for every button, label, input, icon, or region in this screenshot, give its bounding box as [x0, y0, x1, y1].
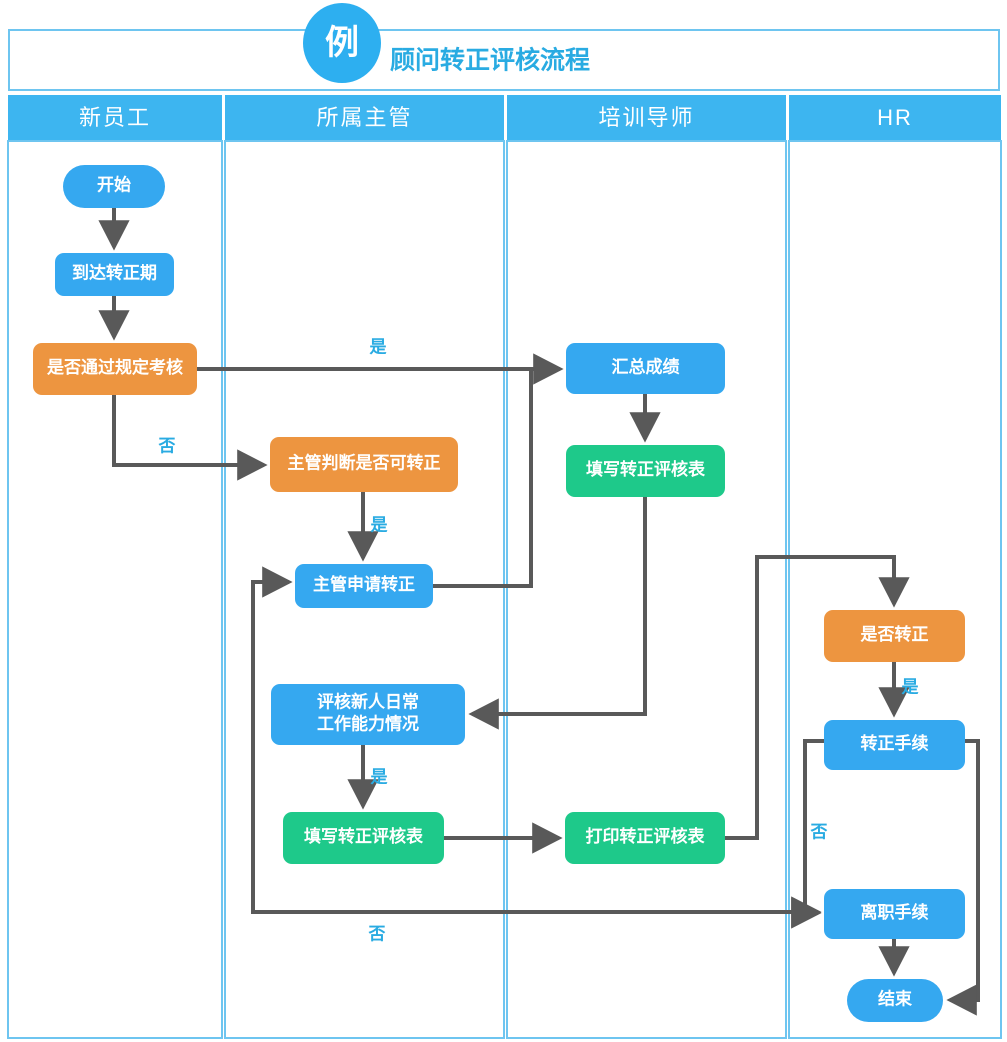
node-regularize[interactable]: 转正手续: [824, 720, 965, 770]
lane-header-row: 新员工 所属主管 培训导师 HR: [8, 95, 1001, 141]
page-title: 顾问转正评核流程: [390, 46, 590, 75]
lane-hr-header: HR: [789, 95, 1001, 141]
edge-exam-no-to-judge: [112, 394, 268, 481]
example-badge: 例: [303, 3, 381, 83]
edge-eval-yes-to-fill2-label: 是: [371, 767, 388, 786]
node-start-label: 开始: [97, 175, 131, 195]
node-fill-form-1-shape[interactable]: [566, 445, 725, 497]
node-pass-exam[interactable]: 是否通过规定考核: [33, 343, 197, 395]
node-end[interactable]: 结束: [847, 979, 943, 1022]
example-badge-label: 例: [325, 24, 359, 62]
node-fill-form-1-label: 填写转正评核表: [586, 459, 706, 479]
node-sup-judge-shape[interactable]: [270, 437, 458, 492]
node-start[interactable]: 开始: [63, 165, 165, 208]
node-eval-daily[interactable]: 评核新人日常工作能力情况: [271, 684, 465, 745]
edge-exam-yes-to-sum-label: 是: [370, 337, 387, 356]
node-sup-judge-label: 主管判断是否可转正: [288, 453, 441, 473]
node-end-shape[interactable]: [847, 979, 943, 1022]
node-end-label: 结束: [878, 989, 912, 1009]
header-frame: [8, 29, 1000, 91]
node-confirm-label: 是否转正: [861, 624, 929, 644]
lane-hr-label: HR: [877, 105, 913, 130]
edge-exam-no-to-judge-label: 否: [158, 436, 176, 455]
node-confirm[interactable]: 是否转正: [824, 610, 965, 662]
node-sum-score-label: 汇总成绩: [612, 357, 680, 377]
node-fill-form-2-label: 填写转正评核表: [304, 826, 424, 846]
node-fill-form-2-shape[interactable]: [283, 812, 444, 864]
node-fill-form-2[interactable]: 填写转正评核表: [283, 812, 444, 864]
node-confirm-shape[interactable]: [824, 610, 965, 662]
connectors-group: [98, 206, 980, 1016]
nodes-group: 开始到达转正期是否通过规定考核主管判断是否可转正主管申请转正评核新人日常工作能力…: [33, 165, 965, 1022]
node-resign[interactable]: 离职手续: [824, 889, 965, 939]
lane-supervisor-label: 所属主管: [316, 105, 412, 130]
lane-trainer-header: 培训导师: [507, 95, 786, 141]
node-sup-apply-label: 主管申请转正: [313, 574, 415, 594]
edge-eval-no-loop: [251, 566, 293, 914]
edge-reg-no-to-resign-label: 否: [810, 822, 828, 841]
node-print-form-label: 打印转正评核表: [586, 826, 706, 846]
node-sum-score-shape[interactable]: [566, 343, 725, 394]
node-resign-shape[interactable]: [824, 889, 965, 939]
edge-apply-to-yesline: [431, 369, 533, 588]
edge-reg-to-end: [946, 739, 980, 1016]
node-regularize-label: 转正手续: [861, 733, 929, 753]
node-print-form-shape[interactable]: [565, 812, 725, 864]
node-regularize-shape[interactable]: [824, 720, 965, 770]
node-resign-label: 离职手续: [861, 902, 929, 922]
edge-eval-no-loop-label: 否: [368, 924, 386, 943]
node-print-form[interactable]: 打印转正评核表: [565, 812, 725, 864]
node-reach-period-shape[interactable]: [55, 253, 174, 296]
edge-fill1-to-eval: [468, 495, 647, 730]
edge-confirm-yes-to-reg-label: 是: [902, 677, 919, 696]
node-eval-daily-label: 评核新人日常工作能力情况: [317, 692, 419, 734]
edge-print-to-confirm: [723, 555, 910, 840]
node-sup-apply-shape[interactable]: [295, 564, 433, 608]
node-sum-score[interactable]: 汇总成绩: [566, 343, 725, 394]
node-start-shape[interactable]: [63, 165, 165, 208]
node-sup-judge[interactable]: 主管判断是否可转正: [270, 437, 458, 492]
lane-new-employee-header: 新员工: [8, 95, 222, 141]
lane-new-employee-label: 新员工: [79, 105, 151, 130]
node-pass-exam-label: 是否通过规定考核: [47, 357, 183, 377]
lane-trainer-label: 培训导师: [598, 105, 694, 130]
node-pass-exam-shape[interactable]: [33, 343, 197, 395]
node-sup-apply[interactable]: 主管申请转正: [295, 564, 433, 608]
lane-supervisor-header: 所属主管: [225, 95, 504, 141]
node-eval-daily-shape[interactable]: [271, 684, 465, 745]
node-reach-period[interactable]: 到达转正期: [55, 253, 174, 296]
node-fill-form-1[interactable]: 填写转正评核表: [566, 445, 725, 497]
node-reach-period-label: 到达转正期: [72, 263, 157, 283]
edge-judge-yes-to-apply-label: 是: [371, 515, 388, 534]
